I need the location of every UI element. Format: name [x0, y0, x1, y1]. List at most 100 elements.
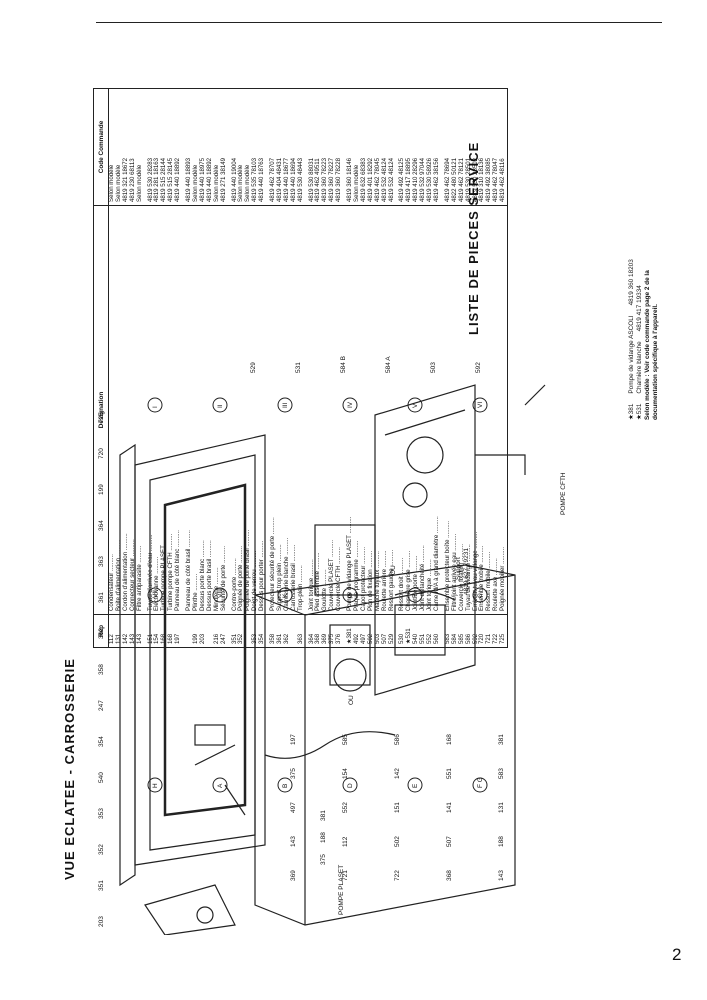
callout-circle: [342, 397, 358, 413]
pump-motor: [406, 436, 444, 474]
note-line: documentation spécifique à l'appareil.: [652, 304, 659, 420]
callout-circle-label: D: [347, 783, 354, 788]
callout-circle-label: VI: [477, 402, 484, 408]
pompe-plaset-label: POMPE PLASET: [338, 865, 345, 915]
callout-circle-label: III: [282, 402, 289, 408]
callout-right: 502: [394, 836, 401, 847]
callout-circle-label: VIII: [217, 588, 224, 598]
cell-code: 4819 462 48116: [499, 158, 507, 202]
callout-left: 352: [98, 844, 105, 855]
callout-right: 381: [498, 734, 505, 745]
pump-housing: [394, 604, 446, 656]
callout-circle: [342, 587, 358, 603]
callout-circle-label: A: [217, 783, 224, 788]
callout-right: 722: [394, 870, 401, 881]
callout-circle: [472, 587, 488, 603]
callout-right: 375: [290, 768, 297, 779]
mobile-base: [144, 884, 236, 935]
callout-top: 531: [295, 362, 302, 373]
callout-circle: [212, 777, 228, 793]
callout-circle-label: K: [282, 593, 289, 598]
callout-right: 369: [290, 870, 297, 881]
callout-right: 143: [498, 870, 505, 881]
cell-code: 4819 532 48124: [387, 157, 395, 202]
ou-label: OU: [348, 695, 355, 705]
callout-circle: [277, 587, 293, 603]
callout-left: 361: [98, 592, 105, 603]
callout-circle: [147, 587, 163, 603]
door-panel: [163, 483, 247, 817]
callout-right: 168: [446, 734, 453, 745]
callout-top: 584 A: [385, 356, 392, 373]
bottom-code: 381: [320, 810, 327, 821]
callout-right: 142: [394, 768, 401, 779]
callout-right: 112: [342, 836, 349, 847]
callout-circle-label: H: [152, 783, 159, 788]
callout-circle: [472, 397, 488, 413]
callout-left: 199: [98, 484, 105, 495]
callout-right: 151: [394, 802, 401, 813]
callout-circle: [277, 397, 293, 413]
cell-code: 4819 530 48443: [296, 157, 304, 202]
callout-top: 503: [430, 362, 437, 373]
callout-circle-label: E: [412, 783, 419, 788]
door-inner: [149, 454, 256, 851]
callout-left: 720: [98, 448, 105, 459]
cell-code: 4819 440 18892: [174, 157, 182, 202]
drain-hose: [264, 731, 396, 759]
exploded-view-diagram: 2033513523535403542473583623613633641997…: [98, 356, 567, 935]
callout-circle: [342, 777, 358, 793]
callout-circle-label: VII: [152, 590, 159, 598]
inlet-hose: [394, 590, 456, 601]
callout-right: 497: [290, 802, 297, 813]
pompe-cfth-label: POMPE CFTH: [560, 472, 567, 515]
note-line: Selon modèle : Voir code commande page 2…: [644, 270, 651, 420]
timer: [329, 624, 371, 686]
callout-right: 585: [342, 734, 349, 745]
control-box: [314, 524, 376, 596]
callout-circle: [147, 777, 163, 793]
support-code: 4819 627 79231: [463, 548, 470, 595]
callout-circle-label: C: [477, 593, 484, 598]
drain-pump: [333, 658, 367, 692]
callout-right: 507: [446, 836, 453, 847]
side-panel: [374, 384, 476, 696]
cell-code: 4819 271 38149: [219, 157, 227, 202]
callout-circle: [147, 397, 163, 413]
callout-right: 197: [290, 734, 297, 745]
callout-circle: [212, 397, 228, 413]
top-rule: [96, 22, 662, 23]
callout-left: 358: [98, 664, 105, 675]
callout-circle-label: V: [412, 403, 419, 408]
cell-code: 4819 462 38156: [432, 157, 440, 202]
callout-left: 353: [98, 808, 105, 819]
cell-code: 4819 440 18763: [258, 157, 266, 202]
col-code: Code Commande: [93, 88, 109, 206]
callout-circle-label: F G: [477, 777, 484, 788]
callout-top: 529: [250, 362, 257, 373]
callout-circle: [407, 777, 423, 793]
callout-left: 725: [98, 412, 105, 423]
cell-code: 4819 360 78228: [335, 157, 343, 202]
callout-circle: [212, 587, 228, 603]
callout-right: 131: [498, 802, 505, 813]
callout-left: 247: [98, 700, 105, 711]
callout-circle-label: IV: [347, 401, 354, 408]
callout-top: 584 B: [340, 356, 347, 373]
callout-left: 354: [98, 736, 105, 747]
callout-circle: [407, 587, 423, 603]
callout-right: 368: [446, 870, 453, 881]
ou-label: OU: [390, 565, 397, 575]
cell-code: Selon modèle: [135, 164, 143, 202]
callout-right: 586: [394, 734, 401, 745]
callout-left: 363: [98, 556, 105, 567]
support-label: Support: [455, 557, 462, 580]
callout-right: 188: [498, 836, 505, 847]
cabinet-edge: [304, 574, 516, 925]
callout-circle-label: II: [217, 404, 224, 408]
callout-circle: [407, 397, 423, 413]
bottom-code: 188: [320, 832, 327, 843]
callout-top: 592: [475, 362, 482, 373]
callout-circle: [277, 777, 293, 793]
